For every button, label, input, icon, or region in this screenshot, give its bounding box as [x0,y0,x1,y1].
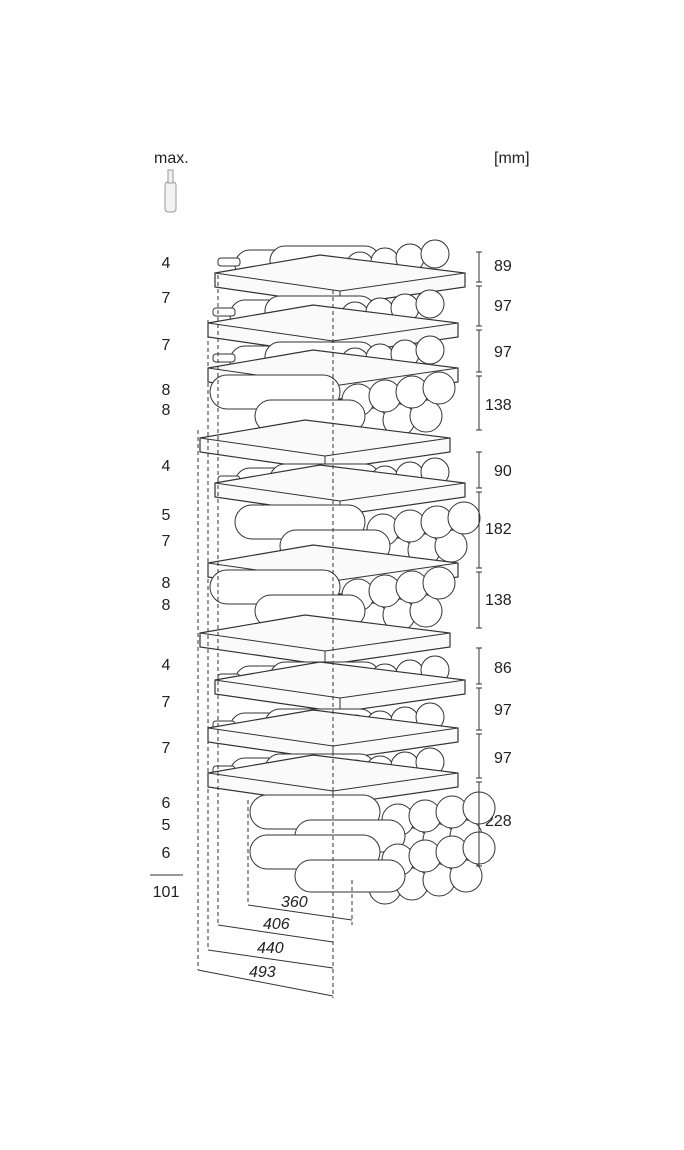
bottle-count: 7 [161,337,171,354]
total-count: 101 [152,884,180,901]
shelf-height: 97 [494,750,512,767]
depth-label: 360 [281,894,308,911]
shelf-height: 90 [494,463,512,480]
bottle-count: 8 [161,382,171,399]
shelf-height: 138 [485,397,512,414]
bottle-count: 8 [161,575,171,592]
shelf-height: 97 [494,344,512,361]
bottle-count: 7 [161,290,171,307]
bottle-count: 4 [161,458,171,475]
bottle-count: 8 [161,597,171,614]
bottle-count: 8 [161,402,171,419]
shelf-height: 89 [494,258,512,275]
shelf-group [199,239,496,905]
bottle-count: 7 [161,533,171,550]
max-label: max. [154,150,189,167]
depth-label: 406 [263,916,290,933]
shelf-height: 182 [485,521,512,538]
shelf-height: 97 [494,702,512,719]
bottle-count: 4 [161,255,171,272]
bottle-count: 5 [161,817,171,834]
depth-label: 440 [257,940,284,957]
shelf-height: 97 [494,298,512,315]
bottle-count: 5 [161,507,171,524]
bottle-count: 7 [161,694,171,711]
shelf-height: 138 [485,592,512,609]
unit-label: [mm] [494,150,530,167]
bottle-count: 6 [161,845,171,862]
bottle-icon [164,169,177,213]
bottle-count: 4 [161,657,171,674]
bottle-count: 6 [161,795,171,812]
depth-label: 493 [249,964,276,981]
bottle-count: 7 [161,740,171,757]
shelf-height: 86 [494,660,512,677]
